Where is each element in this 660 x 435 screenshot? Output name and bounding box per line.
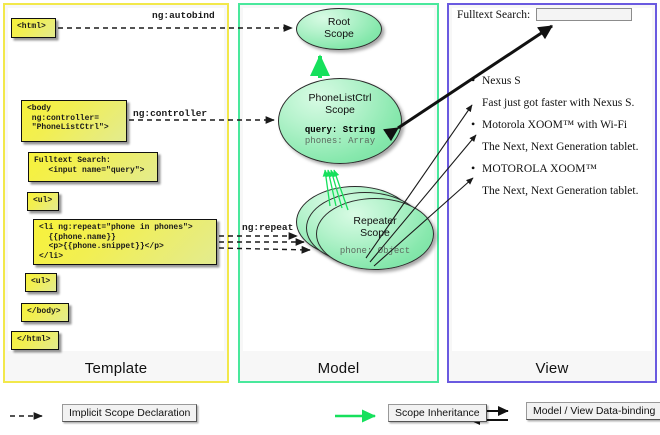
list-item: Nexus S Fast just got faster with Nexus …: [452, 72, 652, 111]
code-box-body-close: </body>: [21, 303, 69, 322]
code-box-html-close: </html>: [11, 331, 59, 350]
scope-prop-phones: phones: Array: [304, 136, 376, 146]
scope-root-title-line1: Root: [327, 16, 351, 28]
list-item: Motorola XOOM™ with Wi-Fi The Next, Next…: [452, 116, 652, 155]
scope-phonelistctrl-title: PhoneListCtrl Scope: [279, 79, 401, 116]
scope-repeater-props: phone: Object: [317, 246, 433, 257]
legend-item-model-view-data-binding: Model / View Data-binding: [470, 402, 660, 420]
code-box-li-repeat: <li ng:repeat="phone in phones"> {{phone…: [33, 219, 217, 265]
scope-phonelistctrl-title-line2: Scope: [325, 104, 355, 116]
scope-phonelistctrl-props: query: String phones: Array: [279, 125, 401, 147]
list-item: MOTOROLA XOOM™ The Next, Next Generation…: [452, 160, 652, 199]
legend-item-scope-inheritance: Scope Inheritance: [282, 404, 487, 422]
phone-name: MOTOROLA XOOM™: [452, 160, 652, 177]
phone-snippet: The Next, Next Generation tablet.: [482, 141, 639, 153]
phone-snippet: The Next, Next Generation tablet.: [482, 185, 639, 197]
phone-name: Nexus S: [452, 72, 652, 89]
view-rendered-page: Fulltext Search: Nexus S Fast just got f…: [452, 8, 652, 205]
phone-list: Nexus S Fast just got faster with Nexus …: [452, 72, 652, 199]
phone-snippet: Fast just got faster with Nexus S.: [482, 97, 635, 109]
legend-label-scope-inheritance: Scope Inheritance: [388, 404, 487, 422]
code-box-ul-open: <ul>: [27, 192, 59, 211]
scope-phonelistctrl: PhoneListCtrl Scope query: String phones…: [278, 78, 402, 164]
column-model-label: Model: [317, 360, 360, 377]
scope-prop-query: query: String: [304, 125, 376, 135]
scope-phonelistctrl-title-line1: PhoneListCtrl: [308, 92, 372, 104]
scope-repeater-title-line1: Repeater: [353, 215, 397, 227]
legend-item-implicit-scope-declaration: Implicit Scope Declaration: [12, 404, 198, 422]
search-input[interactable]: [536, 8, 633, 21]
column-view-label: View: [535, 360, 569, 377]
legend: Implicit Scope Declaration Scope Inherit…: [0, 396, 660, 435]
legend-label-implicit-scope-declaration: Implicit Scope Declaration: [62, 404, 198, 422]
legend-label-model-view-data-binding: Model / View Data-binding: [526, 402, 660, 420]
code-box-fulltext-search: Fulltext Search: <input name="query">: [28, 152, 158, 182]
code-box-ul-close: <ul>: [25, 273, 57, 292]
column-template-label: Template: [84, 360, 148, 377]
scope-repeater: Repeater Scope phone: Object: [316, 198, 434, 270]
search-label: Fulltext Search:: [457, 8, 531, 21]
scope-root-title-line2: Scope: [324, 28, 354, 40]
scope-root-title: Root Scope: [297, 9, 381, 40]
scope-prop-phone: phone: Object: [339, 246, 411, 256]
code-box-html-open: <html>: [11, 18, 56, 38]
code-box-body-open: <body ng:controller= "PhoneListCtrl">: [21, 100, 127, 142]
scope-repeater-title-line2: Scope: [360, 227, 390, 239]
search-row: Fulltext Search:: [452, 8, 652, 21]
scope-root: Root Scope: [296, 8, 382, 50]
phone-name: Motorola XOOM™ with Wi-Fi: [452, 116, 652, 133]
column-model-body: [243, 8, 434, 351]
scope-repeater-title: Repeater Scope: [317, 199, 433, 239]
